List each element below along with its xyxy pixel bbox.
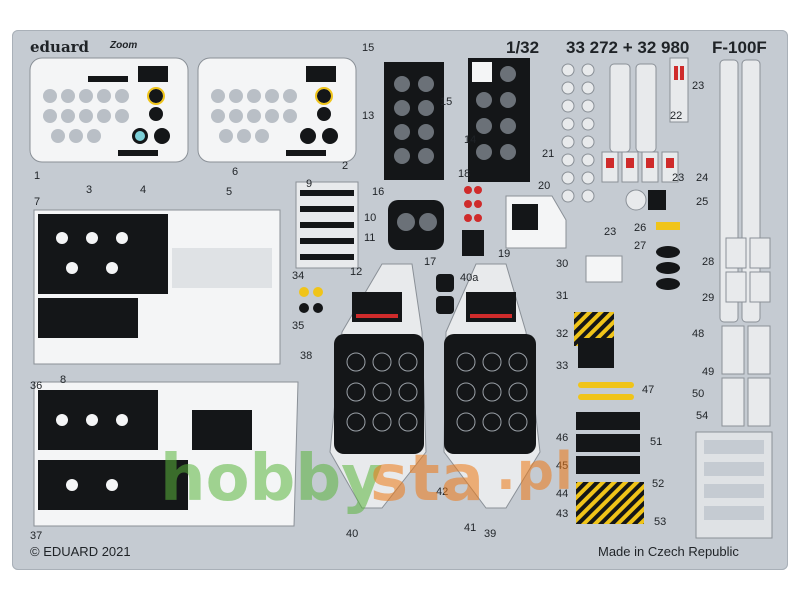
side-console-8 — [33, 209, 281, 365]
part-number-38: 38 — [300, 350, 313, 362]
copyright-text: © EDUARD 2021 — [30, 544, 131, 559]
part-number-6: 6 — [232, 166, 239, 178]
part-number-16: 16 — [372, 186, 385, 198]
part-number-33: 33 — [556, 360, 569, 372]
part-30 — [585, 255, 623, 283]
part-number-11: 11 — [364, 232, 376, 244]
part-number-20: 20 — [538, 180, 551, 192]
part-number-48: 48 — [692, 328, 705, 340]
part-number-54: 54 — [696, 410, 709, 422]
origin-text: Made in Czech Republic — [598, 544, 739, 559]
part-number-42: 42 — [436, 486, 449, 498]
main-panel-right — [197, 57, 357, 163]
part-number-8: 8 — [60, 374, 67, 386]
part-number-32: 32 — [556, 328, 569, 340]
dial-cluster-14 — [468, 58, 530, 182]
part-number-24: 24 — [696, 172, 709, 184]
part-49 — [721, 325, 771, 427]
part-26 — [625, 189, 666, 211]
instrument-panel-38 — [329, 263, 427, 509]
part-number-26: 26 — [634, 222, 647, 234]
light-strip-22 — [609, 63, 657, 153]
part-number-40a: 40a — [460, 272, 479, 284]
part-33 — [578, 338, 614, 368]
part-number-34: 34 — [292, 270, 305, 282]
part-number-31: 31 — [556, 290, 569, 302]
switch-bank-9-12 — [295, 181, 359, 269]
part-number-45: 45 — [556, 460, 569, 472]
part-number-30: 30 — [556, 258, 569, 270]
part-number-23a: 23 — [692, 80, 705, 92]
part-40a — [436, 274, 454, 314]
part-number-1: 1 — [34, 170, 41, 182]
part-number-27: 27 — [634, 240, 647, 252]
part-number-15a: 15 — [362, 42, 375, 54]
instrument-panel-39 — [443, 263, 541, 509]
part-number-49: 49 — [702, 366, 715, 378]
part-54 — [695, 431, 773, 539]
instrument-17 — [388, 200, 444, 250]
side-console-37 — [33, 381, 299, 527]
part-number-4: 4 — [140, 184, 147, 196]
panel-20 — [505, 195, 567, 249]
part-number-12: 12 — [350, 266, 363, 278]
main-panel-left — [29, 57, 189, 163]
part-number-50: 50 — [692, 388, 705, 400]
part-number-44: 44 — [556, 488, 569, 500]
red-switch-strip-23 — [669, 57, 689, 123]
yellow-handles-47 — [578, 382, 634, 400]
part-number-41: 41 — [464, 522, 477, 534]
part-number-52: 52 — [652, 478, 665, 490]
light-strip-21 — [561, 63, 595, 203]
part-number-10: 10 — [364, 212, 377, 224]
part-number-37: 37 — [30, 530, 43, 542]
part-number-5: 5 — [226, 186, 233, 198]
panels-45-46 — [576, 412, 640, 474]
part-28-29 — [725, 237, 771, 303]
part-number-13: 13 — [362, 110, 375, 122]
part-number-36: 36 — [30, 380, 43, 392]
hazard-plate-44 — [576, 482, 644, 524]
part-number-23c: 23 — [604, 226, 617, 238]
part-number-15b: 15 — [440, 96, 453, 108]
set-number-label: 33 272 + 32 980 — [566, 38, 690, 57]
red-switch-row — [601, 151, 679, 183]
dial-cluster-13 — [384, 62, 444, 180]
part-number-17: 17 — [424, 256, 437, 268]
part-number-39: 39 — [484, 528, 497, 540]
brand-logo: eduard — [30, 38, 90, 56]
part-number-9: 9 — [306, 178, 313, 190]
watermark-right: sta — [370, 442, 485, 516]
zoom-logo: Zoom — [110, 40, 138, 51]
part-number-19: 19 — [498, 248, 511, 260]
part-number-35: 35 — [292, 320, 305, 332]
part-number-3: 3 — [86, 184, 93, 196]
part-number-21: 21 — [542, 148, 555, 160]
part-number-29: 29 — [702, 292, 715, 304]
part-number-53: 53 — [654, 516, 667, 528]
part-number-18: 18 — [458, 168, 471, 180]
part-number-28: 28 — [702, 256, 715, 268]
part-number-14: 14 — [464, 134, 477, 146]
part-number-43: 43 — [556, 508, 569, 520]
part-number-40: 40 — [346, 528, 359, 540]
watermark-left: hobby — [160, 442, 383, 516]
part-number-2: 2 — [342, 160, 349, 172]
red-lamp-column-18 — [462, 186, 484, 256]
part-number-47: 47 — [642, 384, 655, 396]
scale-label: 1/32 — [506, 38, 540, 57]
aircraft-label: F-100F — [712, 38, 767, 57]
lamp-pair-34 — [299, 287, 323, 313]
handles-27 — [656, 222, 680, 290]
watermark-tld: .pl — [496, 442, 574, 502]
part-number-22: 22 — [670, 110, 683, 122]
part-number-51: 51 — [650, 436, 663, 448]
part-number-25: 25 — [696, 196, 709, 208]
part-number-23b: 23 — [672, 172, 685, 184]
part-number-46: 46 — [556, 432, 569, 444]
part-number-7: 7 — [34, 196, 41, 208]
